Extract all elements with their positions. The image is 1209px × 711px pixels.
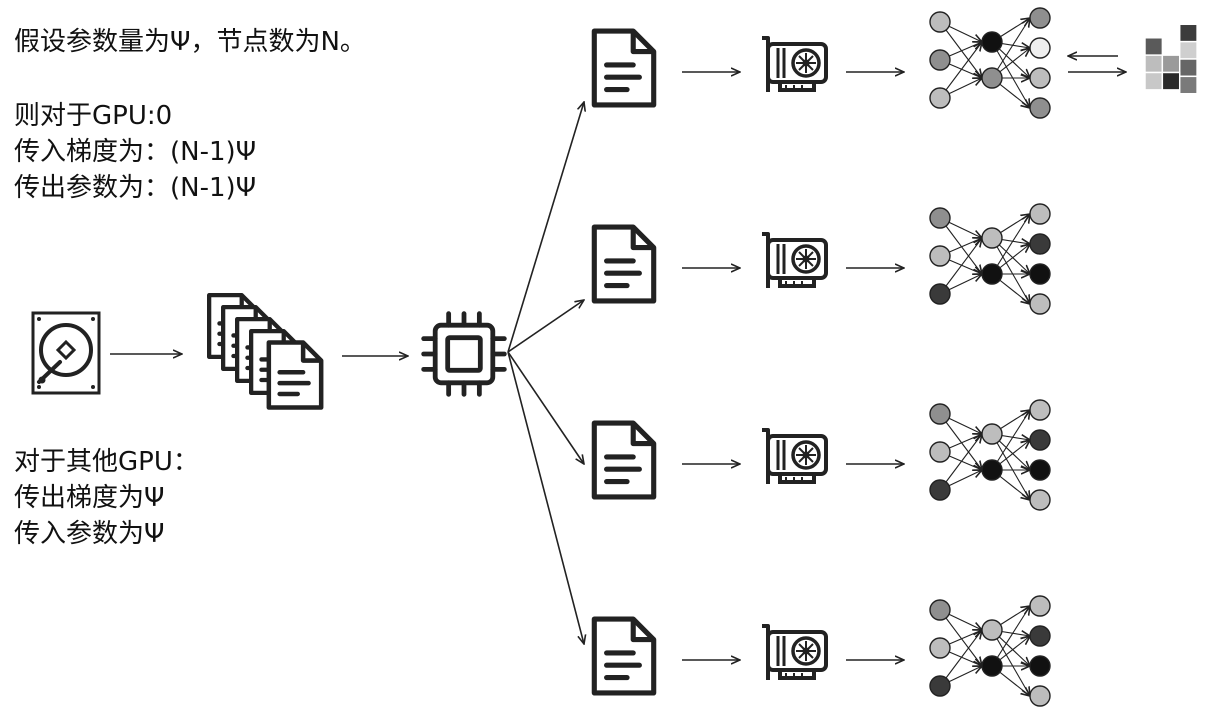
document-icon: [594, 619, 653, 693]
output-neuron: [1029, 7, 1051, 29]
input-neuron: [929, 207, 951, 229]
hard-drive-icon: [31, 311, 101, 395]
output-neuron: [1029, 399, 1051, 421]
output-neuron: [1029, 37, 1051, 59]
neural-network-icon: [929, 595, 1051, 707]
gpu-card-icon: [760, 624, 828, 682]
input-neuron: [929, 675, 951, 697]
assumption-note: 假设参数量为Ψ，节点数为N。: [14, 24, 366, 60]
gpu-branch-3: [507, 351, 1051, 707]
arrow-cpu-to-shard: [507, 102, 584, 353]
other-gpu-gradient-out: 传出梯度为Ψ: [14, 483, 165, 513]
gpu0-params-out: 传出参数为：(N-1)Ψ: [14, 173, 257, 203]
input-neuron: [929, 49, 951, 71]
document-icon: [594, 423, 653, 497]
output-neuron: [1029, 625, 1051, 647]
hidden-neuron: [981, 31, 1003, 53]
output-neuron: [1029, 293, 1051, 315]
other-gpu-params-in: 传入参数为Ψ: [14, 519, 165, 549]
cpu-chip-icon: [424, 314, 505, 395]
input-neuron: [929, 245, 951, 267]
hidden-neuron: [981, 655, 1003, 677]
arrow-cpu-to-shard: [507, 351, 584, 464]
input-neuron: [929, 11, 951, 33]
output-neuron: [1029, 263, 1051, 285]
hidden-neuron: [981, 423, 1003, 445]
arrow-cpu-to-shard: [507, 351, 584, 644]
hidden-neuron: [981, 459, 1003, 481]
gpu-card-icon: [760, 36, 828, 94]
neural-network-icon: [929, 203, 1051, 315]
gpu-branch-1: [507, 203, 1051, 353]
assumption-text: 假设参数量为Ψ，节点数为N。: [14, 27, 366, 57]
output-neuron: [1029, 595, 1051, 617]
output-neuron: [1029, 655, 1051, 677]
hidden-neuron: [981, 263, 1003, 285]
hidden-neuron: [981, 227, 1003, 249]
gpu-card-icon: [760, 428, 828, 486]
output-neuron: [1029, 233, 1051, 255]
input-neuron: [929, 87, 951, 109]
hidden-neuron: [981, 67, 1003, 89]
document-icon: [594, 227, 653, 301]
output-neuron: [1029, 203, 1051, 225]
gpu0-note: 则对于GPU:0 传入梯度为：(N-1)Ψ 传出参数为：(N-1)Ψ: [14, 98, 256, 206]
input-neuron: [929, 441, 951, 463]
input-neuron: [929, 637, 951, 659]
neural-network-icon: [929, 399, 1051, 511]
other-gpu-title: 对于其他GPU：: [14, 447, 199, 477]
gpu-branch-2: [507, 351, 1051, 511]
gpu-card-icon: [760, 232, 828, 290]
input-neuron: [929, 479, 951, 501]
output-neuron: [1029, 67, 1051, 89]
other-gpu-note: 对于其他GPU： 传出梯度为Ψ 传入参数为Ψ: [14, 444, 199, 552]
output-neuron: [1029, 685, 1051, 707]
gpu-branch-0: [507, 7, 1198, 353]
input-neuron: [929, 283, 951, 305]
input-neuron: [929, 403, 951, 425]
output-neuron: [1029, 429, 1051, 451]
output-neuron: [1029, 459, 1051, 481]
output-neuron: [1029, 97, 1051, 119]
parameter-blocks-icon: [1145, 24, 1198, 94]
branch-layer: [507, 7, 1198, 707]
gpu0-gradient-in: 传入梯度为：(N-1)Ψ: [14, 137, 257, 167]
neural-network-icon: [929, 7, 1051, 119]
document-stack-icon: [209, 295, 321, 407]
arrow-cpu-to-shard: [507, 300, 584, 353]
static-layer: [31, 295, 505, 407]
gpu0-title: 则对于GPU:0: [14, 101, 173, 131]
input-neuron: [929, 599, 951, 621]
hidden-neuron: [981, 619, 1003, 641]
output-neuron: [1029, 489, 1051, 511]
document-icon: [594, 31, 653, 105]
